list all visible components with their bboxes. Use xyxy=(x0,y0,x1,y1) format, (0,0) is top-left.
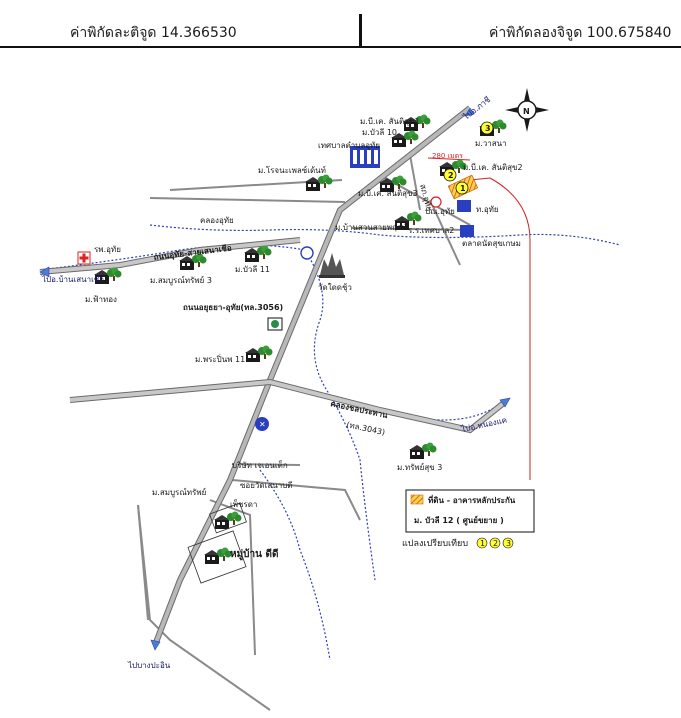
label-bansuan: ม.บ้านสวนสายพฤกษ์ xyxy=(335,222,407,232)
label-bualee10: ม.บัวลี 10 xyxy=(362,128,397,137)
legend-item-2: ม. บัวลี 12 ( ศูนย์ขยาย ) xyxy=(414,515,504,526)
arrow-to-bangpa-in xyxy=(150,639,161,651)
label-moo-dd: หมู่บ้าน ดีดี xyxy=(230,548,278,561)
label-phetrung: เพ็ชรดา xyxy=(230,499,257,509)
main-roads xyxy=(39,105,507,647)
comparable-3 xyxy=(480,121,494,135)
label-sombun3: ม.สมบูรณ์ทรัพย์ 3 xyxy=(150,275,212,286)
label-tessaban: เทศบาลตำบลอุทัย xyxy=(318,141,380,150)
label-wat: วัดใดดชุ้ว xyxy=(318,283,352,292)
label-bk1: ม.บี.เค. สันติสุข1 xyxy=(360,117,420,126)
longitude-label: ค่าพิกัดลองจิจูด 100.675840 xyxy=(489,25,672,41)
property-boundary-line xyxy=(469,177,531,480)
label-market: ตลาดนัดสุขเกษม xyxy=(462,239,521,248)
comparable-markers: 1 2 3 xyxy=(443,121,494,195)
label-amphoe: ท.อุทัย xyxy=(476,205,499,214)
label-ruksuk3: ม.ทรัพย์สุข 3 xyxy=(397,462,442,472)
compass-letter: N xyxy=(523,107,530,116)
label-to-bangpa-in: ไปบางปะอิน xyxy=(127,661,171,670)
svg-text:✕: ✕ xyxy=(259,420,266,429)
minor-roads xyxy=(137,154,471,711)
compass-rose: N xyxy=(505,88,549,132)
label-road-3056: ถนนอยุธยา-อุทัย(ทล.3056) xyxy=(183,303,283,313)
svg-text:1: 1 xyxy=(480,539,485,548)
label-bk3: ม.บี.เค. สันติสุข3 xyxy=(358,189,418,198)
svg-text:3: 3 xyxy=(485,124,491,133)
legend-item-1: ที่ดิน - อาคารหลักประกัน xyxy=(428,494,516,505)
arrow-to-nong-khae xyxy=(499,397,511,408)
gas-station-icon: ✕ xyxy=(255,417,269,431)
village-outline-boxes xyxy=(187,502,247,584)
label-company: บริษัท เจเอนเต็ก xyxy=(232,460,288,470)
legend-comparable: แปลงเปรียบเทียบ xyxy=(402,538,468,549)
label-bualee11: ม.บัวลี 11 xyxy=(235,265,270,274)
svg-text:1: 1 xyxy=(460,184,466,193)
comparable-1 xyxy=(455,181,469,195)
label-route-3043: (ทล.3043) xyxy=(346,420,386,437)
label-sombun: ม.สมบูรณ์ทรัพย์ xyxy=(152,487,206,498)
canal-utai xyxy=(149,224,621,246)
label-hospital: รพ.อุทัย xyxy=(94,245,121,254)
direction-arrows xyxy=(39,107,511,651)
distance-marker xyxy=(427,157,471,161)
post-office-icon xyxy=(430,196,442,208)
label-to-sena: ไปอ.บ้านเสนาเชือ xyxy=(41,275,104,284)
label-rojana: ม.โรจนะเพลซ์เด้นท์ xyxy=(258,165,326,175)
label-company2: ซอยวัดเสนาบดี xyxy=(240,481,292,490)
label-pharamong: ม.ฟ้าทอง xyxy=(85,295,117,304)
header-rule xyxy=(0,46,681,48)
label-post: ปณ.อุทัย xyxy=(425,207,455,216)
svg-text:3: 3 xyxy=(506,539,511,548)
legend-box xyxy=(405,489,535,533)
map-legend: ที่ดิน - อาคารหลักประกัน ม. บัวลี 12 ( ศ… xyxy=(402,489,535,549)
arrow-to-sena xyxy=(39,266,50,278)
amphoe-building xyxy=(457,200,471,212)
canal-south xyxy=(259,469,331,661)
latitude-label: ค่าพิกัดละติจูด 14.366530 xyxy=(70,25,237,41)
route-sign-icon xyxy=(267,317,283,331)
label-distance: 280 เมตร xyxy=(432,152,463,160)
location-map: N ✕ xyxy=(39,88,621,711)
canal-west xyxy=(39,244,306,271)
water-tower-icon xyxy=(300,246,314,260)
label-school: ร.ร.เทศบาล2 xyxy=(408,226,454,235)
coordinates-header: ค่าพิกัดละติจูด 14.366530 ค่าพิกัดลองจิจ… xyxy=(0,0,681,48)
comparable-2 xyxy=(443,168,457,182)
arrow-to-phachi xyxy=(464,107,475,117)
header-divider xyxy=(359,14,362,48)
hospital-icon xyxy=(77,251,91,265)
market-building xyxy=(460,225,474,237)
label-wasana: ม.วาสนา xyxy=(475,139,507,148)
label-khlong-utai: คลองอุทัย xyxy=(200,216,234,225)
label-prayun: ม.พระปิ่นพ 11 xyxy=(195,353,245,364)
tessaban-building xyxy=(350,146,380,168)
label-bk2: ม.บี.เค. สันติสุข2 xyxy=(463,163,523,172)
svg-text:2: 2 xyxy=(493,539,498,548)
legend-hatch-swatch xyxy=(410,494,424,505)
svg-text:2: 2 xyxy=(448,171,454,180)
temple-icon xyxy=(319,253,345,278)
